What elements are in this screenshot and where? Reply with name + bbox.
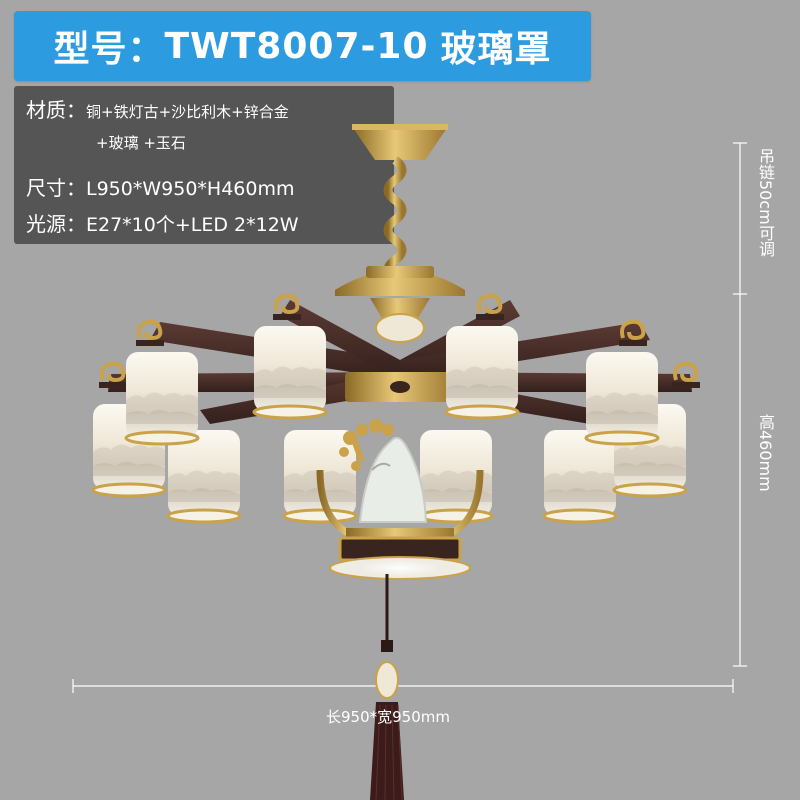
model-label: 型号： — [53, 29, 165, 70]
size-value: L950*W950*H460mm — [86, 178, 295, 200]
chain — [383, 156, 407, 284]
spec-panel: 材质：铜+铁灯古+沙比利木+锌合金 +玻璃 +玉石 尺寸：L950*W950*H… — [14, 86, 394, 244]
width-label: 长950*宽950mm — [326, 708, 450, 726]
model-suffix: 玻璃罩 — [440, 29, 552, 70]
light-row: 光源：E27*10个+LED 2*12W — [26, 208, 299, 237]
model-number: TWT8007-10 — [164, 25, 429, 67]
material-value: 铜+铁灯古+沙比利木+锌合金 — [86, 103, 289, 121]
material-row-2: +玻璃 +玉石 — [96, 132, 186, 153]
model-title-banner: 型号： TWT8007-10 玻璃罩 — [14, 11, 591, 81]
light-value: E27*10个+LED 2*12W — [86, 214, 299, 236]
height-label: 高460mm — [756, 414, 775, 492]
pine-ornament — [339, 419, 394, 471]
material-label: 材质： — [26, 98, 86, 122]
size-row: 尺寸：L950*W950*H460mm — [26, 172, 294, 201]
material-row: 材质：铜+铁灯古+沙比利木+锌合金 — [26, 94, 289, 123]
light-label: 光源： — [26, 212, 86, 236]
dimension-lines — [72, 142, 747, 693]
chain-length-label: 吊链50cm可调 — [756, 148, 775, 257]
material-value-2: +玻璃 +玉石 — [96, 134, 186, 152]
size-label: 尺寸： — [26, 176, 86, 200]
